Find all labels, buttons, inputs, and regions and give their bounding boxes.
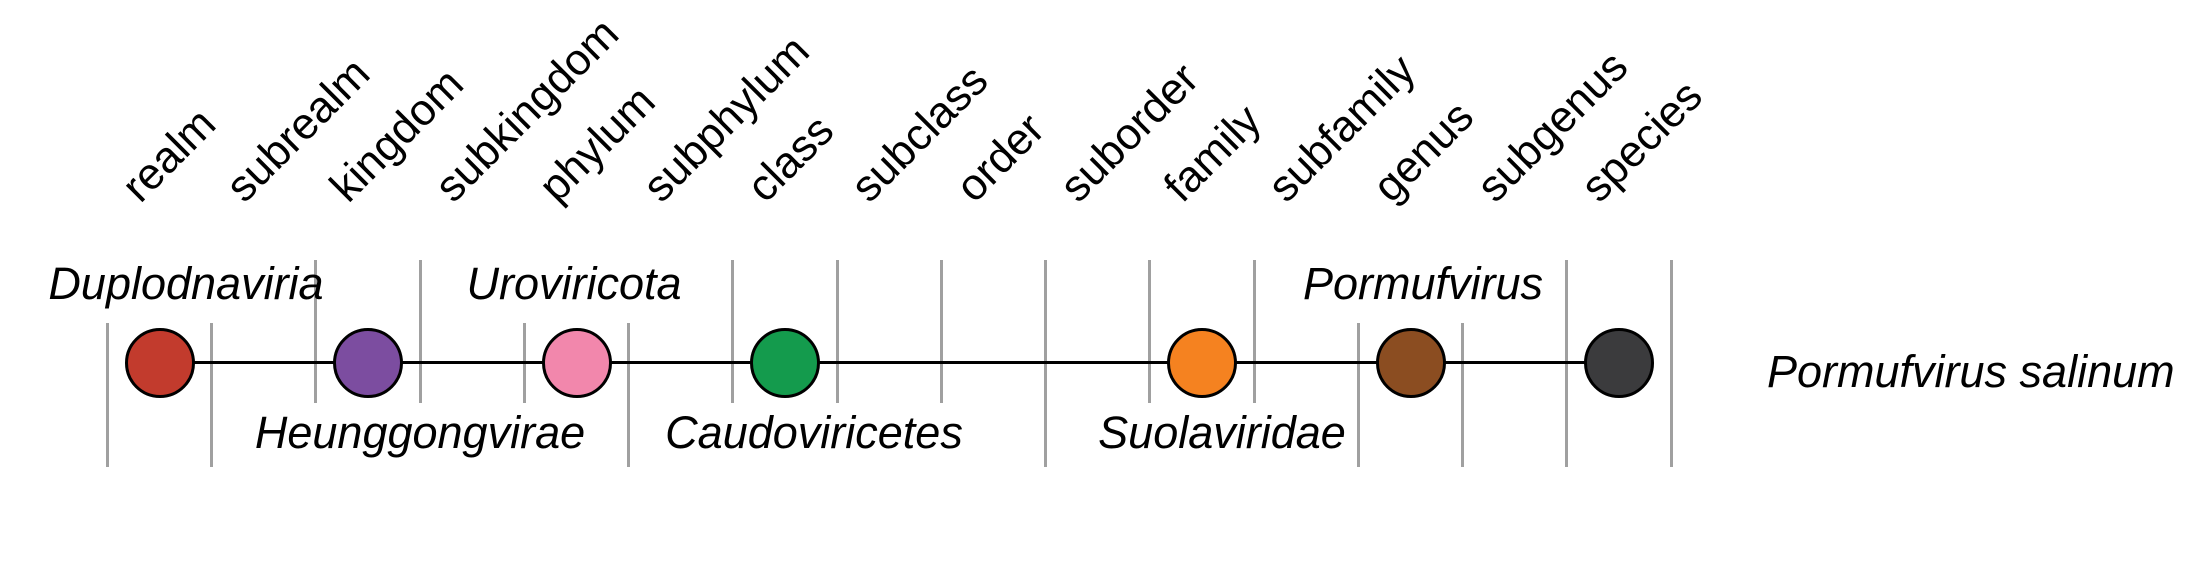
kingdom-node <box>333 328 403 398</box>
rank-separator-tick <box>1670 260 1673 467</box>
taxon-name-kingdom: Heunggongvirae <box>254 407 586 458</box>
rank-separator-tick <box>1253 260 1256 403</box>
realm-node <box>125 328 195 398</box>
class-node <box>750 328 820 398</box>
species-node <box>1584 328 1654 398</box>
taxon-name-phylum: Uroviricota <box>466 258 682 309</box>
rank-separator-tick <box>419 260 422 403</box>
taxon-name-family: Suolaviridae <box>1098 407 1346 458</box>
rank-separator-tick <box>1357 323 1360 467</box>
taxon-name-realm: Duplodnaviria <box>48 258 324 309</box>
rank-separator-tick <box>627 323 630 467</box>
phylum-node <box>542 328 612 398</box>
rank-separator-tick <box>731 260 734 403</box>
rank-separator-tick <box>210 323 213 467</box>
rank-separator-tick <box>940 260 943 403</box>
rank-label-realm: realm <box>112 98 226 212</box>
family-node <box>1167 328 1237 398</box>
rank-separator-tick <box>1461 323 1464 467</box>
taxon-name-species: Pormufvirus salinum <box>1767 346 2175 397</box>
rank-separator-tick <box>836 260 839 403</box>
rank-separator-tick <box>314 260 317 403</box>
rank-separator-tick <box>106 323 109 467</box>
rank-separator-tick <box>1148 260 1151 403</box>
taxon-name-genus: Pormufvirus <box>1302 258 1544 309</box>
genus-node <box>1376 328 1446 398</box>
taxon-name-class: Caudoviricetes <box>665 407 963 458</box>
taxonomy-axis-line <box>160 361 1619 364</box>
